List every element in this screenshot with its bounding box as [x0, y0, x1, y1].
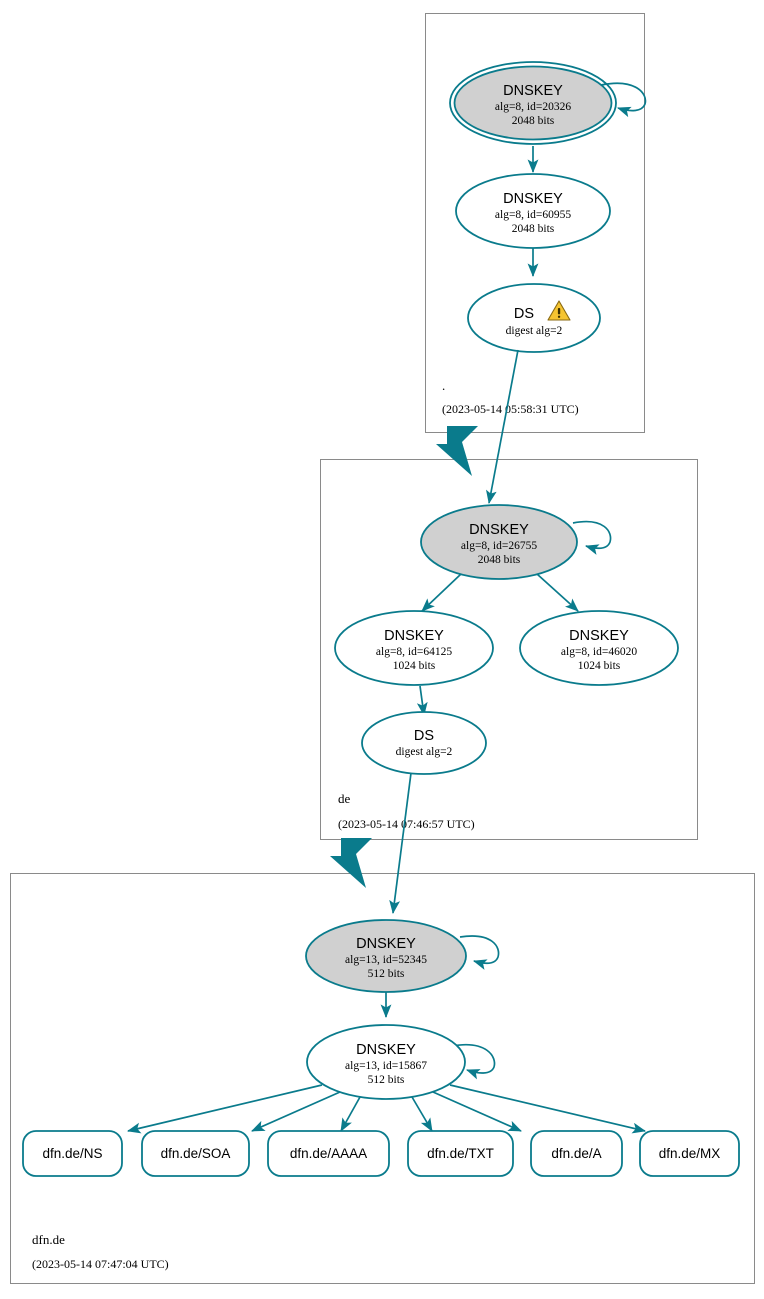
node-ellipse — [306, 1024, 466, 1100]
rrset-soa-label: dfn.de/SOA — [161, 1146, 231, 1161]
node-de-ksk-alg-id: alg=8, id=26755 — [461, 540, 537, 552]
zone-root-timestamp: (2023-05-14 05:58:31 UTC) — [442, 402, 579, 416]
node-dfn-zsk-type: DNSKEY — [356, 1042, 416, 1058]
node-ellipse — [420, 504, 578, 580]
rrset-aaaa-label: dfn.de/AAAA — [290, 1146, 367, 1161]
rrset-box — [22, 1130, 123, 1177]
rrset-box — [530, 1130, 623, 1177]
node-de-ksk-bits: 2048 bits — [478, 554, 521, 566]
node-root-ksk-dnskey[interactable]: DNSKEY alg=8, id=20326 2048 bits — [449, 61, 617, 145]
rrset-ns-label: dfn.de/NS — [42, 1146, 102, 1161]
rrset-box — [407, 1130, 514, 1177]
rrset-soa[interactable]: dfn.de/SOA — [141, 1130, 250, 1177]
node-ellipse — [455, 173, 611, 249]
edge-dfn-zsk-to-rrset-aaaa — [340, 1096, 361, 1132]
node-root-ds-type: DS — [514, 306, 534, 322]
rrset-box — [267, 1130, 390, 1177]
edge-dfn-zsk-to-rrset-soa — [251, 1091, 341, 1132]
node-de-zsk-64125[interactable]: DNSKEY alg=8, id=64125 1024 bits — [334, 610, 494, 686]
node-de-ksk-dnskey[interactable]: DNSKEY alg=8, id=26755 2048 bits — [420, 504, 578, 580]
rrset-txt-label: dfn.de/TXT — [427, 1146, 494, 1161]
rrset-a-label: dfn.de/A — [551, 1146, 601, 1161]
edge-dfn-zsk-to-rrset-txt — [411, 1096, 433, 1132]
trust-anchor-outer-ring — [449, 61, 617, 145]
node-ellipse — [361, 711, 487, 775]
node-root-ksk-type: DNSKEY — [503, 83, 563, 99]
rrset-mx-label: dfn.de/MX — [659, 1146, 721, 1161]
rrset-aaaa[interactable]: dfn.de/AAAA — [267, 1130, 390, 1177]
node-ellipse — [305, 919, 467, 993]
edge-de-ds-to-dfn-ksk — [389, 772, 412, 915]
zone-dfnde-name: dfn.de — [32, 1232, 65, 1247]
node-de-zsk2-bits: 1024 bits — [578, 660, 621, 672]
node-dfn-ksk-type: DNSKEY — [356, 936, 416, 952]
edge-dfn-zsk-self-sign — [451, 1043, 496, 1080]
zone-de: de (2023-05-14 07:46:57 UTC) — [320, 459, 698, 840]
edge-de-ksk-to-zsk1 — [421, 573, 462, 612]
node-root-ds-de[interactable]: DS digest alg=2 — [467, 283, 601, 353]
node-root-ds-digest: digest alg=2 — [506, 325, 563, 337]
rrset-box — [639, 1130, 740, 1177]
node-root-ksk-alg-id: alg=8, id=20326 — [495, 101, 571, 113]
node-ellipse — [519, 610, 679, 686]
edge-de-zsk1-to-ds — [416, 685, 428, 717]
zone-de-border — [320, 459, 698, 840]
node-ellipse — [334, 610, 494, 686]
zone-root-name: . — [442, 378, 445, 393]
node-de-zsk1-alg-id: alg=8, id=64125 — [376, 646, 452, 658]
node-de-ds-dfnde[interactable]: DS digest alg=2 — [361, 711, 487, 775]
node-root-zsk-type: DNSKEY — [503, 191, 563, 207]
edge-dfn-zsk-to-rrset-mx — [449, 1084, 646, 1134]
node-root-zsk-alg-id: alg=8, id=60955 — [495, 209, 571, 221]
edge-dfn-zsk-to-rrset-a — [432, 1091, 522, 1132]
node-ellipse — [467, 283, 601, 353]
node-de-zsk1-type: DNSKEY — [384, 628, 444, 644]
edge-root-ds-to-de-ksk — [485, 349, 519, 505]
edge-root-ksk-self-sign — [600, 82, 647, 118]
node-de-zsk-46020[interactable]: DNSKEY alg=8, id=46020 1024 bits — [519, 610, 679, 686]
delegation-arrow-de-to-dfnde — [330, 838, 372, 888]
rrset-txt[interactable]: dfn.de/TXT — [407, 1130, 514, 1177]
node-root-zsk-dnskey[interactable]: DNSKEY alg=8, id=60955 2048 bits — [455, 173, 611, 249]
node-root-ksk-bits: 2048 bits — [512, 115, 555, 127]
node-dfn-zsk-bits: 512 bits — [368, 1074, 405, 1086]
node-dfn-zsk-dnskey[interactable]: DNSKEY alg=13, id=15867 512 bits — [306, 1024, 466, 1100]
node-ellipse — [453, 65, 613, 141]
zone-root-border — [425, 13, 645, 433]
node-dfn-ksk-dnskey[interactable]: DNSKEY alg=13, id=52345 512 bits — [305, 919, 467, 993]
zone-dfnde-timestamp: (2023-05-14 07:47:04 UTC) — [32, 1257, 169, 1271]
edge-dfn-zsk-to-rrset-ns — [127, 1084, 323, 1134]
node-de-zsk2-type: DNSKEY — [569, 628, 629, 644]
node-de-ds-type: DS — [414, 728, 434, 744]
node-de-zsk1-bits: 1024 bits — [393, 660, 436, 672]
node-de-zsk2-alg-id: alg=8, id=46020 — [561, 646, 637, 658]
node-de-ds-digest: digest alg=2 — [396, 746, 453, 758]
edge-dfn-ksk-self-sign — [459, 935, 500, 970]
edge-de-ksk-to-zsk2 — [536, 573, 579, 612]
zone-de-timestamp: (2023-05-14 07:46:57 UTC) — [338, 817, 475, 831]
node-root-zsk-bits: 2048 bits — [512, 223, 555, 235]
zone-root: . (2023-05-14 05:58:31 UTC) — [425, 13, 645, 433]
delegation-arrow-root-to-de — [436, 426, 478, 476]
node-dfn-zsk-alg-id: alg=13, id=15867 — [345, 1060, 427, 1072]
zone-de-name: de — [338, 791, 351, 806]
edge-de-ksk-self-sign — [572, 520, 612, 555]
warning-icon — [547, 300, 571, 321]
zone-dfnde: dfn.de (2023-05-14 07:47:04 UTC) — [10, 873, 755, 1284]
rrset-a[interactable]: dfn.de/A — [530, 1130, 623, 1177]
rrset-box — [141, 1130, 250, 1177]
node-de-ksk-type: DNSKEY — [469, 522, 529, 538]
zone-dfnde-border — [10, 873, 755, 1284]
node-dfn-ksk-alg-id: alg=13, id=52345 — [345, 954, 427, 966]
rrset-mx[interactable]: dfn.de/MX — [639, 1130, 740, 1177]
rrset-ns[interactable]: dfn.de/NS — [22, 1130, 123, 1177]
node-dfn-ksk-bits: 512 bits — [368, 968, 405, 980]
